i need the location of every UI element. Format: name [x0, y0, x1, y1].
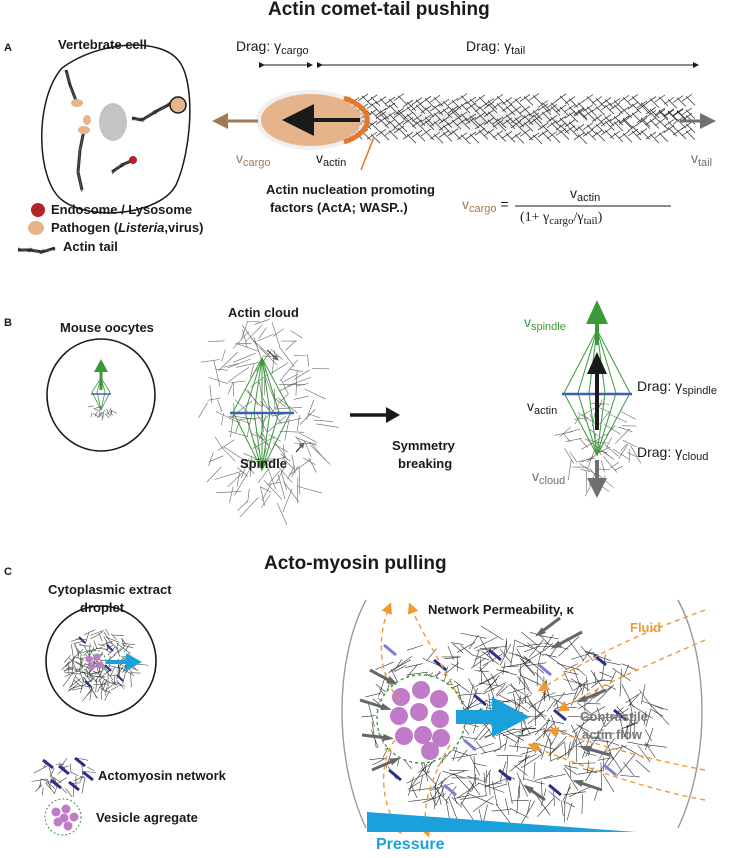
- cell-cargos: [71, 99, 137, 164]
- cloud-pointer: [266, 349, 279, 361]
- legend-actomyosin: Actomyosin network: [98, 768, 226, 783]
- cell-label: Vertebrate cell: [58, 37, 147, 52]
- actin-tail-icon: [17, 246, 56, 255]
- legend-pathogen: Pathogen (Listeria,virus): [51, 220, 204, 235]
- v-actin-label: vactin: [316, 150, 347, 169]
- moving-spindle: [562, 300, 632, 498]
- droplet-label-2: droplet: [80, 600, 125, 615]
- title-pulling: Acto-myosin pulling: [264, 553, 447, 574]
- contractile-label-2: actin flow: [582, 727, 642, 742]
- droplet-vesicles: [81, 649, 107, 675]
- droplet-network: [61, 628, 149, 702]
- contractile-label-1: Contractile: [580, 709, 648, 724]
- panel-a-letter: A: [4, 42, 12, 54]
- oocyte-actin-cloud: [87, 405, 117, 421]
- membrane-pathogen: [169, 96, 187, 114]
- legend-vesicle: Vesicle agregate: [96, 810, 198, 825]
- spindle: [230, 356, 294, 472]
- spindle-pointer: [295, 442, 305, 453]
- v-tail-label: vtail: [691, 150, 713, 169]
- npf-pointer: [360, 136, 375, 171]
- fluid-label: Fluid: [630, 620, 662, 635]
- drag-tail-label: Drag: γtail: [466, 38, 526, 57]
- formula-numerator: vactin: [570, 185, 601, 204]
- legend-tail: Actin tail: [63, 239, 118, 254]
- right-boundary: [677, 599, 703, 829]
- legend-endosome: Endosome / Lysosome: [51, 202, 193, 217]
- left-boundary: [341, 599, 367, 829]
- oocyte-label: Mouse oocytes: [60, 320, 154, 335]
- npf-label-1: Actin nucleation promoting: [266, 182, 435, 197]
- npf-rim: [343, 95, 370, 145]
- pathogen-icon: [28, 221, 44, 235]
- drag-cargo-label: Drag: γcargo: [236, 38, 309, 57]
- drag-spindle-label: Drag: γspindle: [637, 378, 717, 397]
- formula-denominator: (1+ γcargo/γtail): [520, 210, 603, 227]
- droplet-label-1: Cytoplasmic extract: [48, 582, 172, 597]
- panel-c-letter: C: [4, 566, 12, 578]
- contractile-flow-arrow: [456, 697, 530, 737]
- v-cloud-label: vcloud: [532, 468, 566, 487]
- actomyosin-icon: [31, 756, 96, 798]
- cloud-label: Actin cloud: [228, 305, 299, 320]
- pressure-gradient: [367, 812, 636, 832]
- drag-cloud-label: Drag: γcloud: [637, 444, 709, 463]
- spindle-label: Spindle: [240, 456, 287, 471]
- title-comet: Actin comet-tail pushing: [268, 0, 490, 20]
- oocyte: [46, 338, 156, 452]
- v-cargo-label: vcargo: [236, 150, 271, 169]
- vesicle-aggregate: [376, 674, 466, 764]
- symmetry-label-1: Symmetry: [392, 438, 455, 453]
- panel-b-letter: B: [4, 317, 12, 329]
- vesicle-aggregate-icon: [44, 798, 82, 836]
- permeability-label: Network Permeability, κ: [428, 602, 574, 617]
- compression-arrows: [359, 616, 611, 802]
- v-actin-b-label: vactin: [527, 398, 558, 417]
- nucleus: [99, 103, 127, 141]
- v-spindle-label: vspindle: [524, 314, 566, 333]
- vertebrate-cell: [41, 44, 191, 214]
- pressure-label: Pressure: [376, 836, 445, 853]
- npf-label-2: factors (ActA; WASP..): [270, 200, 408, 215]
- symmetry-label-2: breaking: [398, 456, 453, 471]
- formula-lhs: vcargo =: [462, 196, 509, 215]
- endosome-icon: [31, 203, 45, 217]
